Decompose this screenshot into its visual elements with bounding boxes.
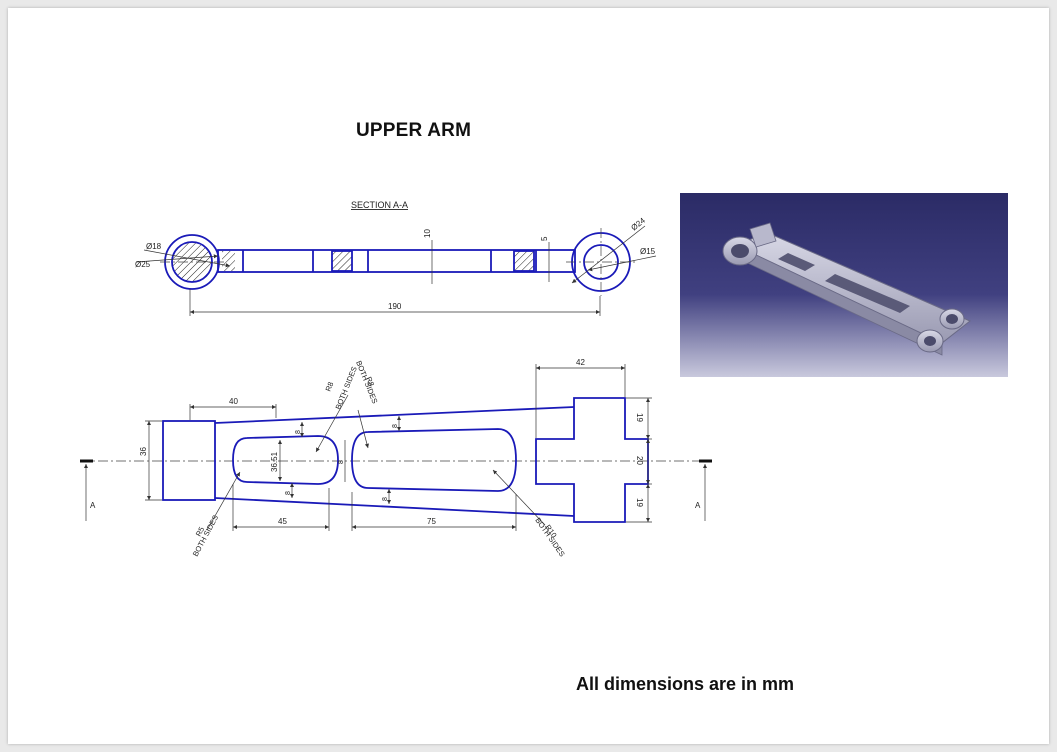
note-r8-right: R8 [364,375,376,387]
dim-thick5: 5 [540,236,549,241]
section-bar [217,249,576,273]
part-3d-render [680,193,1008,377]
dim-19-top: 19 [635,413,644,422]
section-view: SECTION A-A Ø18 Ø25 Ø24 Ø15 1 [135,200,657,316]
dim-8-e: 8 [382,497,389,501]
slot-left [232,435,339,485]
dim-dia25: Ø25 [135,260,151,269]
left-eye-inner [171,241,213,283]
dim-36-51: 36.51 [270,451,279,472]
dim-20: 20 [635,456,644,465]
dim-40: 40 [229,397,238,406]
dim-75: 75 [427,517,436,526]
note-r5-sides: BOTH SIDES [191,514,220,558]
web-hatch-1 [222,251,235,271]
section-mark-right: A [695,501,701,510]
left-end-block [162,420,216,501]
note-r8-left-sides: BOTH SIDES [334,365,359,411]
dim-length190: 190 [388,302,402,311]
dim-42: 42 [576,358,585,367]
dim-8-c: 8 [338,460,345,464]
dim-8-a: 8 [295,430,302,434]
note-r5: R5 [194,525,206,538]
right-cross-boss [535,397,649,523]
section-label: SECTION A-A [351,200,408,210]
section-mark-left: A [90,501,96,510]
dim-45: 45 [278,517,287,526]
web-hatch-2 [332,251,352,271]
plan-view: A A 40 36 42 19 20 [80,358,712,558]
dim-thick10: 10 [423,229,432,238]
dim-19-bot: 19 [635,498,644,507]
dim-8-d: 8 [392,424,399,428]
note-r8-left: R8 [324,380,336,392]
web-hatch-3 [514,251,534,271]
drawing-title: UPPER ARM [356,120,472,141]
units-note: All dimensions are in mm [576,674,795,694]
slot-right [351,428,517,492]
dim-dia18: Ø18 [146,242,162,251]
dim-dia15: Ø15 [640,247,656,256]
dim-8-b: 8 [285,491,292,495]
dim-dia24: Ø24 [629,216,647,233]
dim-36: 36 [139,447,148,456]
